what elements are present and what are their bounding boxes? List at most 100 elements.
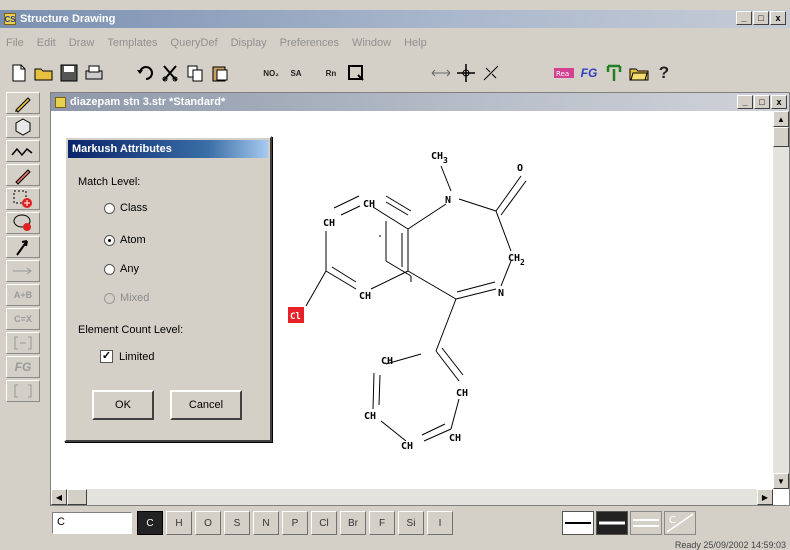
menu-help[interactable]: Help [404, 37, 427, 49]
atom-label-ch-8[interactable]: CH [401, 441, 413, 452]
atom-button-n[interactable]: N [253, 511, 279, 535]
menu-querydef[interactable]: QueryDef [170, 37, 218, 49]
crosshair-icon[interactable] [455, 62, 477, 84]
bond[interactable] [407, 203, 447, 230]
limited-checkbox[interactable]: ✓ Limited [100, 350, 154, 363]
bond[interactable] [325, 270, 357, 290]
rn-button[interactable]: Rn [325, 68, 337, 78]
pencil-icon[interactable] [6, 92, 40, 114]
atom-label-ch3[interactable]: CH3 [431, 151, 448, 165]
bond[interactable] [435, 350, 460, 382]
atom-label-ch-2[interactable]: CH [323, 218, 335, 229]
atom-label-n1[interactable]: N [445, 195, 451, 206]
ring-bond-tool[interactable]: C=X [6, 308, 40, 330]
horizontal-scrollbar[interactable]: ◀ ▶ [51, 489, 773, 505]
bond[interactable] [378, 374, 381, 406]
radio-class-dot[interactable] [104, 202, 115, 214]
print-icon[interactable] [83, 62, 105, 84]
vertical-scrollbar[interactable]: ▲ ▼ [773, 111, 789, 489]
chlorine-highlight[interactable] [288, 307, 304, 323]
atom-input[interactable]: C [52, 512, 132, 534]
bold-bond-button[interactable] [596, 511, 628, 535]
bond[interactable] [455, 288, 497, 300]
cut-icon[interactable] [159, 62, 181, 84]
radio-class[interactable]: Class [104, 202, 148, 214]
menu-file[interactable]: File [6, 37, 24, 49]
menu-templates[interactable]: Templates [107, 37, 158, 49]
tree-icon[interactable] [603, 62, 625, 84]
eraser-pencil-icon[interactable] [6, 164, 40, 186]
menu-edit[interactable]: Edit [36, 37, 56, 49]
bond[interactable] [372, 372, 375, 410]
bond[interactable] [500, 260, 512, 287]
radio-atom[interactable]: Atom [104, 234, 146, 246]
scroll-up-icon[interactable]: ▲ [773, 111, 789, 127]
close-button[interactable]: x [770, 11, 786, 25]
single-bond-button[interactable] [562, 511, 594, 535]
bond[interactable] [450, 398, 460, 430]
bond[interactable] [456, 281, 496, 293]
reaction-icon[interactable]: Rea [553, 62, 575, 84]
bond[interactable] [440, 165, 452, 192]
bond[interactable] [385, 195, 412, 212]
menu-window[interactable]: Window [351, 37, 392, 49]
bond[interactable] [458, 198, 497, 212]
atom-label-ch-1[interactable]: CH [363, 199, 375, 210]
atom-button-o[interactable]: O [195, 511, 221, 535]
limited-check-icon[interactable]: ✓ [100, 350, 113, 363]
bond[interactable] [385, 353, 422, 365]
atom-button-br[interactable]: Br [340, 511, 366, 535]
atom-label-ch-3[interactable]: CH [359, 291, 371, 302]
atom-label-ch-6[interactable]: CH [364, 411, 376, 422]
functional-group-button[interactable]: FG [580, 66, 598, 80]
reaction-tool[interactable]: A+B [6, 284, 40, 306]
bond[interactable] [423, 428, 452, 442]
radio-atom-dot[interactable] [104, 234, 115, 246]
bond[interactable] [380, 420, 407, 442]
zoom-icon[interactable] [345, 62, 367, 84]
atom-label-o[interactable]: O [517, 163, 523, 174]
atom-button-h[interactable]: H [166, 511, 192, 535]
bond[interactable] [372, 206, 409, 230]
paste-icon[interactable] [209, 62, 231, 84]
bond[interactable] [407, 270, 457, 300]
scroll-right-icon[interactable]: ▶ [757, 489, 773, 505]
menu-draw[interactable]: Draw [68, 37, 95, 49]
ring-icon[interactable] [6, 116, 40, 138]
atom-label-n2[interactable]: N [498, 288, 504, 299]
menu-preferences[interactable]: Preferences [279, 37, 339, 49]
ok-button[interactable]: OK [92, 390, 154, 420]
any-bond-button[interactable]: C [664, 511, 696, 535]
bond[interactable] [340, 205, 361, 216]
maximize-button[interactable]: □ [753, 11, 769, 25]
open-folder-icon[interactable] [33, 62, 55, 84]
atom-label-ch2[interactable]: CH2 [508, 253, 525, 267]
bond[interactable] [495, 175, 522, 212]
scroll-down-icon[interactable]: ▼ [773, 473, 789, 489]
child-maximize-button[interactable]: □ [754, 95, 770, 109]
folder-open-icon[interactable] [628, 62, 650, 84]
double-bond-button[interactable] [630, 511, 662, 535]
atom-button-s[interactable]: S [224, 511, 250, 535]
child-close-button[interactable]: x [771, 95, 787, 109]
bond[interactable] [305, 270, 327, 307]
bracket-icon[interactable] [6, 332, 40, 354]
atom-button-cl[interactable]: Cl [311, 511, 337, 535]
save-icon[interactable] [58, 62, 80, 84]
bond[interactable] [331, 266, 357, 283]
bond[interactable] [333, 195, 360, 209]
move-icon[interactable] [6, 236, 40, 258]
new-file-icon[interactable] [8, 62, 30, 84]
bond[interactable] [370, 270, 409, 290]
bond[interactable] [435, 298, 457, 352]
atom-label-ch-7[interactable]: CH [449, 433, 461, 444]
bond[interactable] [385, 260, 412, 277]
atom-button-f[interactable]: F [369, 511, 395, 535]
chain-icon[interactable] [6, 140, 40, 162]
undo-icon[interactable] [134, 62, 156, 84]
functional-group-tool[interactable]: FG [6, 356, 40, 378]
rotate-icon[interactable] [480, 62, 502, 84]
horizontal-scroll-thumb[interactable] [67, 489, 87, 505]
copy-icon[interactable] [184, 62, 206, 84]
scroll-left-icon[interactable]: ◀ [51, 489, 67, 505]
